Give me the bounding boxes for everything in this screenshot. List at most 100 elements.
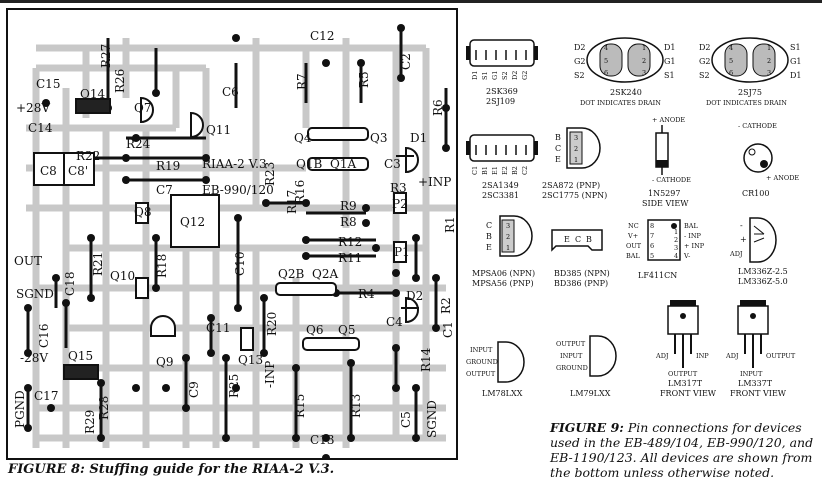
pin-2sa1349-4: E2	[501, 166, 509, 175]
pin-2sa1349-2: B1	[481, 166, 489, 175]
label-C14: C14	[28, 121, 53, 135]
label-R20: R20	[265, 312, 279, 336]
name-2sa1349: 2SA1349	[482, 181, 519, 190]
note-2sj75: DOT INDICATES DRAIN	[706, 99, 787, 107]
label-R1: R1	[443, 216, 457, 233]
label-R25: R25	[227, 374, 241, 398]
label-D2: D2	[406, 289, 423, 303]
label-pgnd: PGND	[13, 390, 27, 428]
pin-2sk240-d1: D1	[664, 43, 676, 52]
pin-lm336-minus: -	[740, 221, 743, 230]
device-bd385: E C B BD385 (NPN) BD386 (PNP)	[551, 229, 610, 288]
label-R16: R16	[293, 180, 307, 204]
label-D1: D1	[410, 131, 427, 145]
board-title: RIAA-2 V.3	[202, 157, 267, 171]
label-C12: C12	[310, 29, 334, 43]
num-lf411-3: 3	[674, 244, 678, 252]
pin-2sa872-b: B	[555, 133, 561, 142]
label-C13: C13	[310, 433, 334, 447]
num-2sj75-4: 4	[729, 44, 733, 52]
pin-mpsa-e: E	[486, 243, 492, 252]
pin-lm78-input: INPUT	[470, 346, 493, 354]
pin-lm336-plus: +	[740, 235, 747, 244]
label-C11: C11	[206, 321, 230, 335]
name-mpsa56: MPSA56 (PNP)	[472, 279, 534, 288]
device-mpsa06: 3 2 1 C B E MPSA06 (NPN) MPSA56 (PNP)	[472, 215, 535, 288]
label-R8: R8	[340, 215, 357, 229]
label-C3: C3	[384, 157, 401, 171]
pcb-board-text: RIAA-2 V.3 EB-990/120	[202, 157, 274, 197]
device-lm78: INPUT GROUND OUTPUT LM78LXX	[466, 341, 525, 398]
pin-lm337-adj: ADJ	[725, 352, 739, 360]
label-Q11: Q11	[206, 123, 231, 137]
device-lf411: NC V+ OUT BAL 8 7 6 5 1 2 3 4 BAL - INP …	[626, 219, 705, 280]
num-lf411-1: 1	[674, 228, 678, 236]
pin-2sa1349-1: C1	[471, 166, 479, 175]
label-28v: +28V	[16, 101, 50, 115]
pin-lm317-inp: INP	[696, 352, 709, 360]
pin-2sj75-s1: S1	[790, 43, 801, 52]
pin-lm79-input: INPUT	[560, 352, 583, 360]
anode-1n5297: + ANODE	[652, 116, 685, 124]
pin-lm337-inp: INPUT	[740, 370, 763, 378]
label-C16: C16	[37, 324, 51, 348]
label-R27: R27	[99, 44, 113, 68]
name-lf411: LF411CN	[638, 271, 677, 280]
label-Q5: Q5	[338, 323, 355, 337]
label-minus-28v: -28V	[20, 351, 48, 365]
num-2sa872-1: 1	[574, 156, 578, 164]
name-bd386: BD386 (PNP)	[554, 279, 608, 288]
label-R21: R21	[91, 252, 105, 276]
pin-2sk369-2: S1	[481, 71, 489, 80]
label-sgnd-right: SGND	[425, 400, 439, 438]
name-1n5297: 1N5297	[648, 189, 680, 198]
num-lf411-6: 6	[650, 242, 654, 250]
pin-lf411-minp: - INP	[684, 232, 702, 240]
device-2sk240: 4 5 6 1 2 3 D2 G2 S2 D1 G1 S1 2SK240 DOT…	[574, 37, 676, 107]
label-R2: R2	[439, 297, 453, 314]
label-R26: R26	[113, 69, 127, 93]
device-cr100: - CATHODE + ANODE CR100	[738, 122, 799, 198]
pin-2sa1349-3: E1	[491, 166, 499, 175]
pin-2sk240-d2: D2	[574, 43, 586, 52]
pin-lm317-adj: ADJ	[655, 352, 669, 360]
num-2sk240-1: 1	[642, 44, 646, 52]
num-2sa872-2: 2	[574, 145, 578, 153]
label-R9: R9	[340, 199, 357, 213]
name-2sa872: 2SA872 (PNP)	[542, 181, 600, 190]
name-lm79: LM79LXX	[570, 389, 611, 398]
pin-2sa872-e: E	[555, 155, 561, 164]
label-Q7: Q7	[134, 101, 151, 115]
num-lf411-7: 7	[650, 232, 654, 240]
pin-lf411-vp: V+	[627, 232, 638, 240]
label-R17: R17	[285, 190, 299, 214]
pin-lf411-out: OUT	[626, 242, 642, 250]
pin-2sa1349-5: B2	[511, 166, 519, 175]
pin-2sk369-5: D2	[511, 71, 519, 80]
label-1n5297-side: SIDE VIEW	[642, 199, 689, 208]
label-C9: C9	[187, 381, 201, 398]
label-C8-prime: C8'	[68, 164, 88, 178]
device-lm317: ADJ INP OUTPUT LM317T FRONT VIEW	[655, 300, 717, 398]
name-2sj109: 2SJ109	[486, 97, 515, 106]
label-C15: C15	[36, 77, 60, 91]
pcb-labels: C12 R27 R26 C15 +28V Q14 C14 R7 R5 C2 R6…	[13, 29, 457, 447]
pin-lf411-bal-r: BAL	[684, 222, 698, 230]
num-2sj75-3: 3	[767, 69, 771, 77]
label-Q4: Q4	[294, 131, 312, 145]
label-R22: R22	[76, 149, 100, 163]
pin-2sa1349-6: C2	[521, 166, 529, 175]
pin-connections-panel: D1 S1 G1 S2 D2 G2 2SK369 2SJ109 4 5 6 1 …	[466, 37, 802, 398]
label-R5: R5	[357, 71, 371, 88]
num-2sa872-3: 3	[574, 134, 578, 142]
name-2sc3381: 2SC3381	[482, 191, 519, 200]
pin-lm79-output: OUTPUT	[556, 340, 586, 348]
board-number: EB-990/120	[202, 183, 274, 197]
label-Q1B: Q1B	[296, 157, 322, 171]
label-lm317-front: FRONT VIEW	[660, 389, 717, 398]
pcb-component-lines	[26, 28, 448, 438]
pin-2sj75-g1: G1	[790, 57, 801, 66]
label-C8: C8	[40, 164, 57, 178]
label-R15: R15	[293, 394, 307, 418]
pin-2sk240-g2: G2	[574, 57, 585, 66]
